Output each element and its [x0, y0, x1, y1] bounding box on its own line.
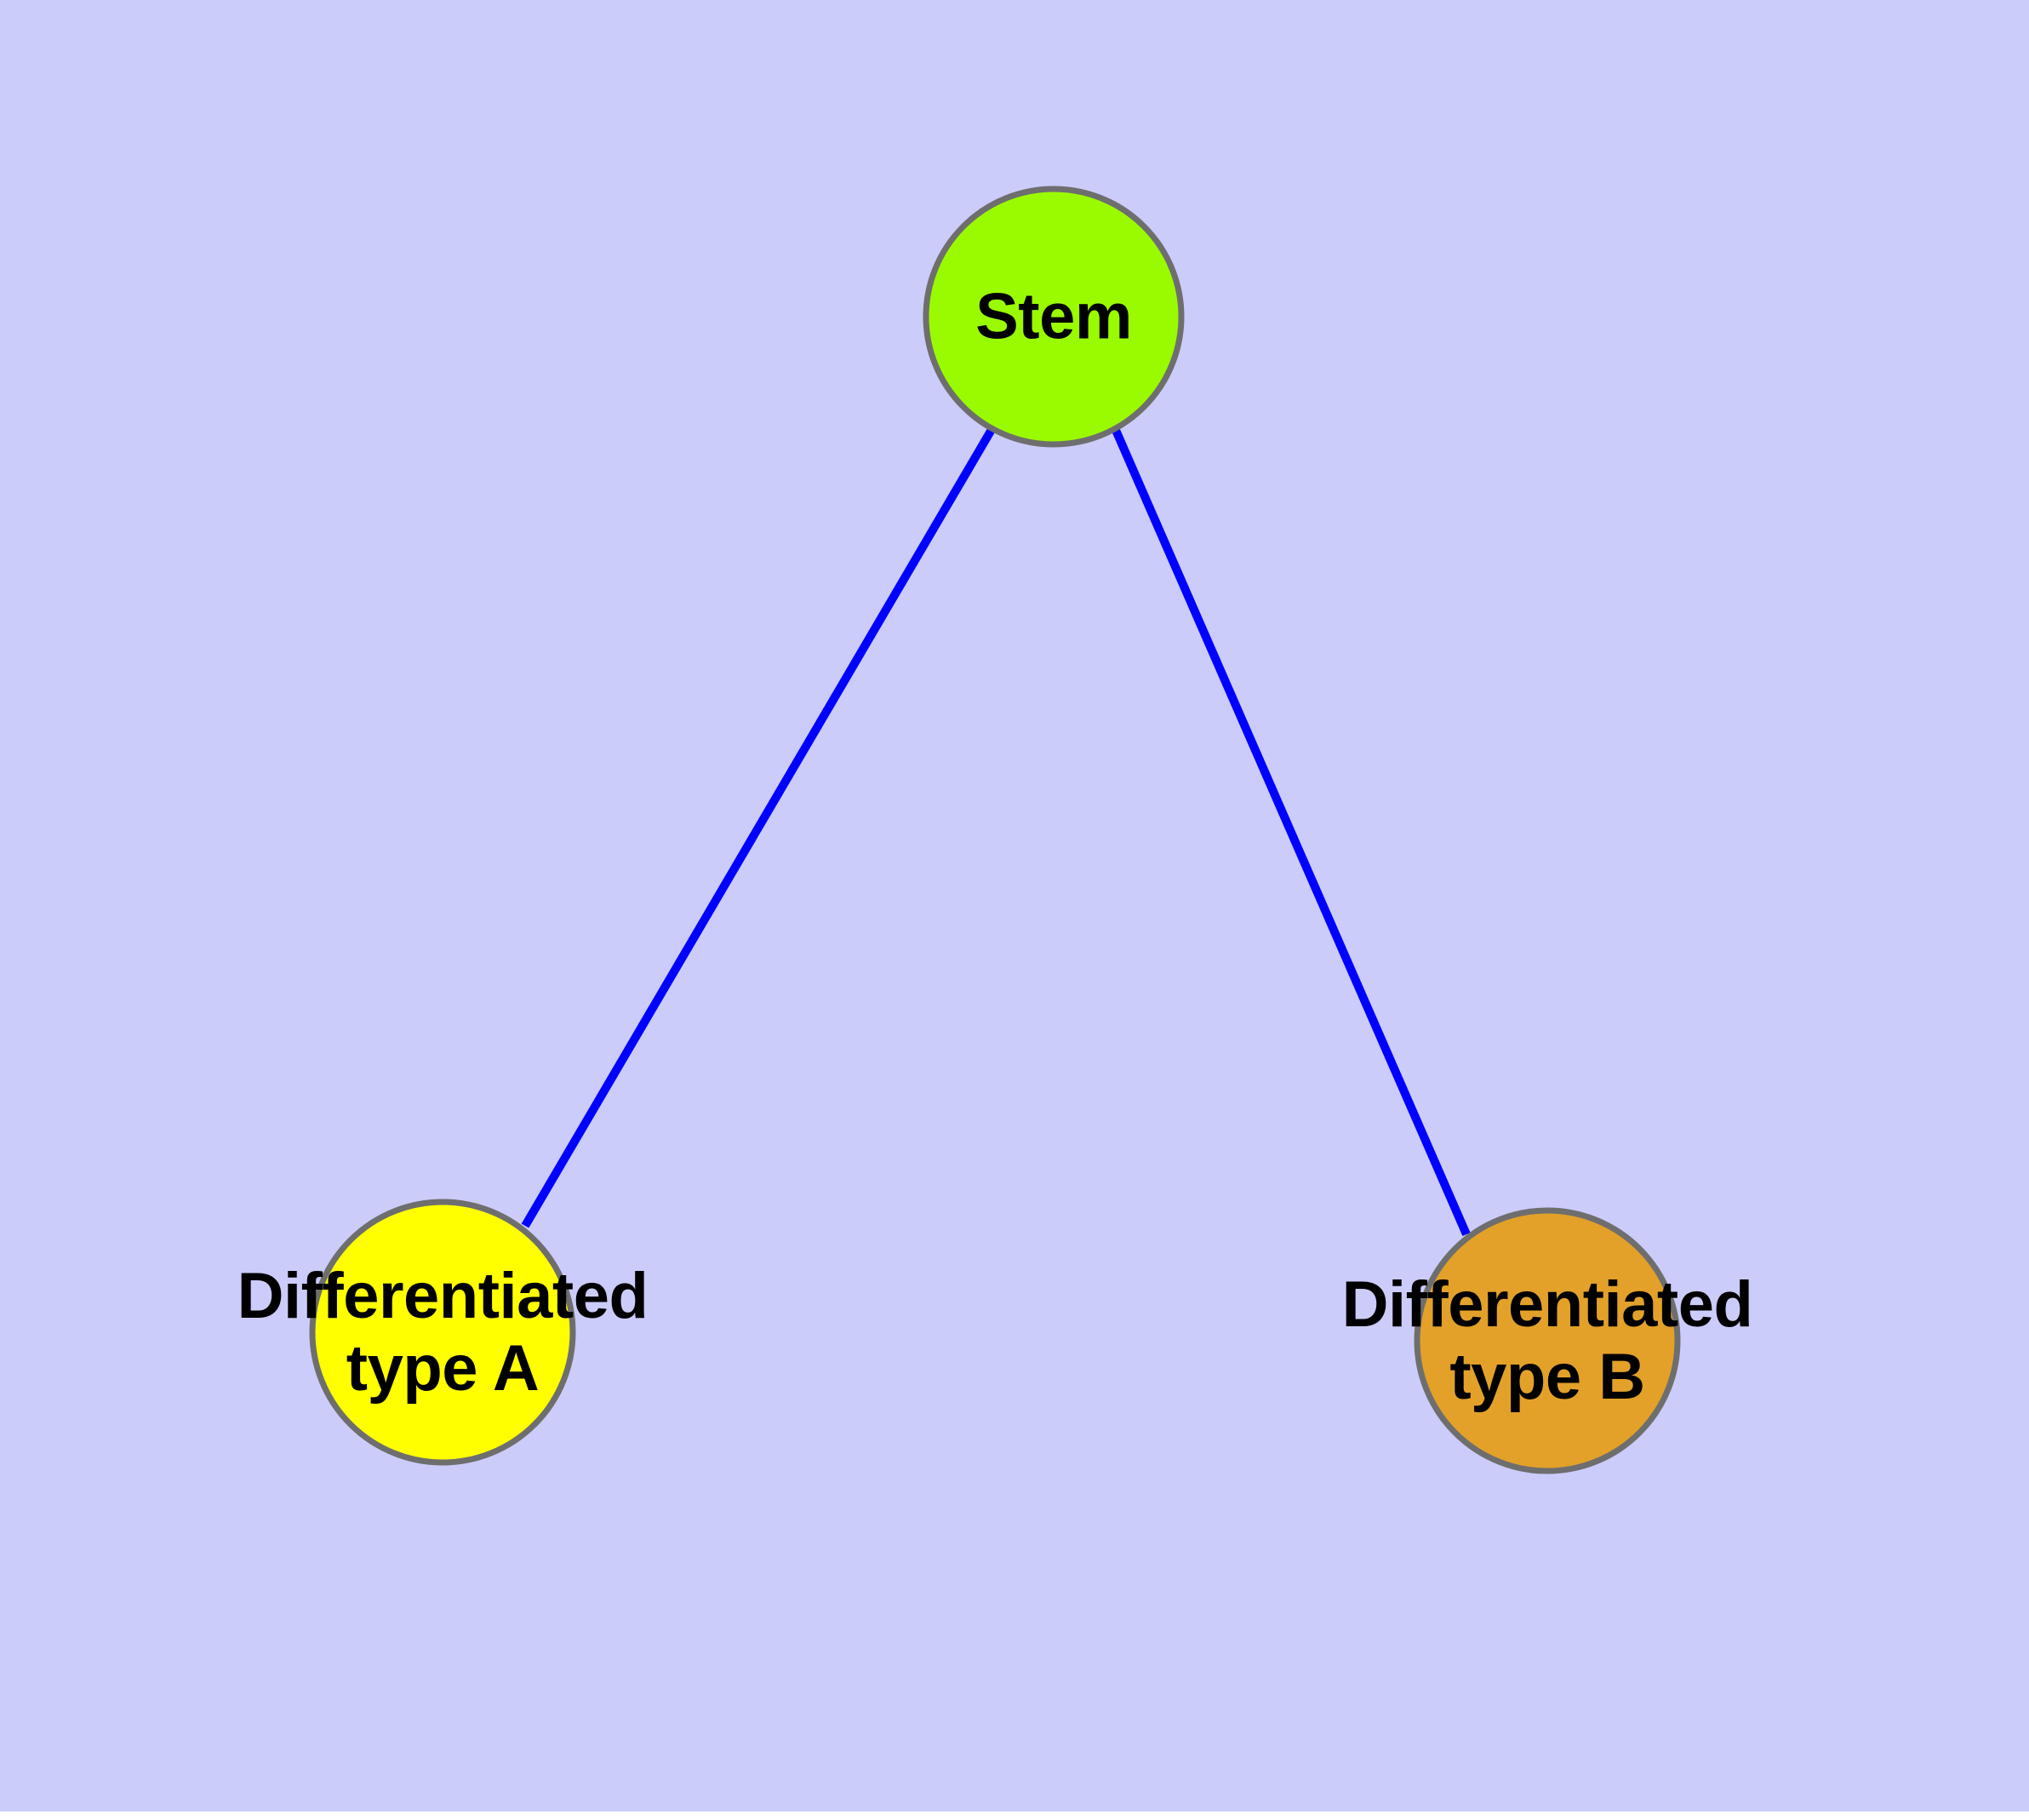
edge-layer [521, 426, 1471, 1236]
node-layer [309, 186, 1681, 1474]
node-circle-type-b[interactable] [1414, 1207, 1681, 1474]
node-circle-stem[interactable] [923, 186, 1185, 448]
edge-stem-to-type-a [521, 426, 997, 1228]
edge-stem-to-type-b [1111, 426, 1471, 1236]
node-circle-type-a[interactable] [309, 1199, 576, 1466]
